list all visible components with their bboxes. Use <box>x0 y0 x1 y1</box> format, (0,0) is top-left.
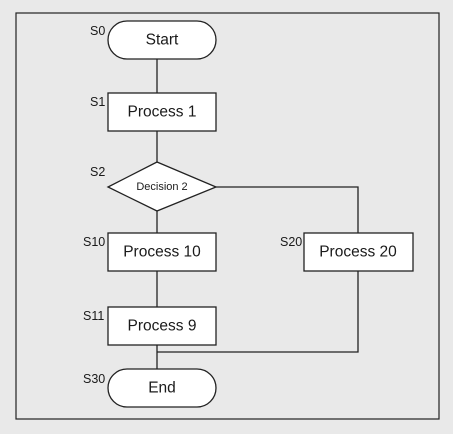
node-start: Start S0 <box>90 20 217 60</box>
node-label: Process 9 <box>128 318 197 335</box>
node-process-9: Process 9 S11 <box>83 306 217 346</box>
step-id: S10 <box>83 235 105 249</box>
node-label: Process 10 <box>123 244 201 261</box>
step-id: S20 <box>280 235 302 249</box>
step-id: S2 <box>90 165 105 179</box>
process-shape <box>107 232 217 272</box>
process-shape <box>107 306 217 346</box>
diagram-frame <box>15 12 440 420</box>
edge-d2-p20 <box>216 186 359 233</box>
terminator-shape <box>107 368 217 408</box>
process-shape <box>303 232 414 272</box>
node-label: Process 1 <box>128 104 197 121</box>
node-label: Process 20 <box>319 244 397 261</box>
step-id: S0 <box>90 24 105 38</box>
node-process-20: Process 20 S20 <box>280 232 414 272</box>
step-id: S11 <box>83 309 104 323</box>
decision-shape <box>106 161 218 212</box>
node-label: End <box>148 380 176 397</box>
node-label: Decision 2 <box>136 181 187 193</box>
process-shape <box>107 92 217 132</box>
node-decision-2: Decision 2 S2 <box>90 161 218 212</box>
node-process-10: Process 10 S10 <box>83 232 217 272</box>
step-id: S30 <box>83 372 105 386</box>
edge-p20-merge <box>157 271 359 353</box>
step-id: S1 <box>90 95 105 109</box>
terminator-shape <box>107 20 217 60</box>
connectors <box>156 59 359 369</box>
node-process-1: Process 1 S1 <box>90 92 217 132</box>
node-end: End S30 <box>83 368 217 408</box>
node-label: Start <box>146 32 179 49</box>
